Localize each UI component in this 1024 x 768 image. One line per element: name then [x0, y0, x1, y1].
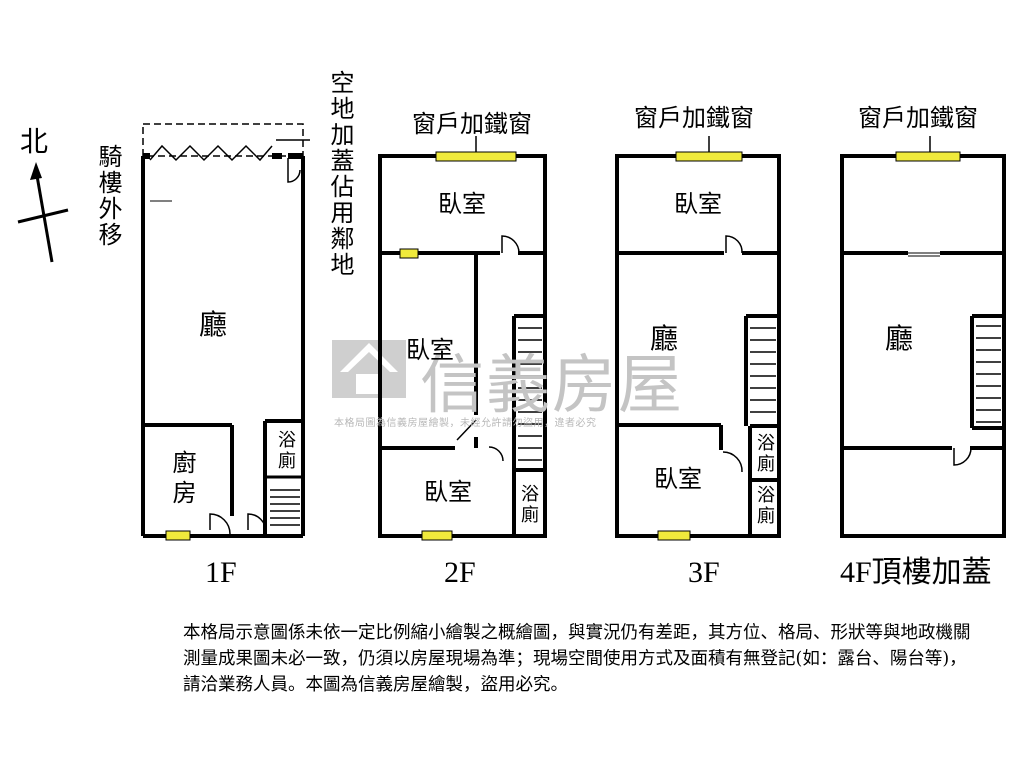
- arcade-annotation: 騎樓外移: [94, 144, 122, 248]
- disclaimer-text: 本格局示意圖係未依一定比例縮小繪製之概繪圖，與實況仍有差距，其方位、格局、形狀等…: [183, 623, 971, 695]
- room-2f-bedroom-mid: 臥室: [406, 336, 454, 364]
- room-1f-kitchen: 廚房: [168, 450, 196, 510]
- room-2f-bedroom-top: 臥室: [438, 190, 486, 218]
- room-3f-hall: 廳: [650, 322, 679, 355]
- room-4f-hall: 廳: [885, 322, 914, 355]
- watermark-brand: 信義房屋: [420, 349, 684, 423]
- room-1f-bath: 浴廁: [275, 430, 296, 472]
- room-3f-bath-2: 浴廁: [754, 485, 775, 527]
- window-1f: [165, 530, 191, 541]
- north-label: 北: [20, 125, 49, 158]
- window-annotation-3f: 窗戶加鐵窗: [634, 104, 754, 132]
- room-3f-bedroom-bottom: 臥室: [654, 465, 702, 493]
- floor-label-2f: 2F: [444, 556, 476, 589]
- floor-4f-plan: [840, 136, 1006, 538]
- window-2f-bottom: [421, 530, 453, 541]
- north-arrow-icon: [17, 162, 69, 263]
- window-3f-bottom: [657, 530, 691, 541]
- window-2f-inner: [399, 248, 419, 259]
- window-annotation-2f: 窗戶加鐵窗: [412, 110, 532, 138]
- window-3f-top: [675, 151, 743, 162]
- window-4f-top: [895, 151, 961, 162]
- room-2f-bedroom-bottom: 臥室: [424, 478, 472, 506]
- watermark-notice: 本格局圖為信義房屋繪製，未經允許請勿盜用，違者必究: [334, 418, 597, 429]
- floor-label-1f: 1F: [205, 556, 237, 589]
- window-2f-top: [435, 151, 517, 162]
- room-3f-bedroom-top: 臥室: [674, 190, 722, 218]
- room-2f-bath: 浴廁: [518, 484, 539, 526]
- window-annotation-4f: 窗戶加鐵窗: [858, 104, 978, 132]
- room-3f-bath-1: 浴廁: [754, 433, 775, 475]
- room-1f-hall: 廳: [199, 308, 228, 341]
- floor-label-4f: 4F頂樓加蓋: [840, 556, 992, 589]
- vacant-land-annotation: 空地加蓋佔用鄰地: [326, 70, 354, 278]
- floor-label-3f: 3F: [688, 556, 720, 589]
- watermark-logo-icon: [332, 340, 406, 398]
